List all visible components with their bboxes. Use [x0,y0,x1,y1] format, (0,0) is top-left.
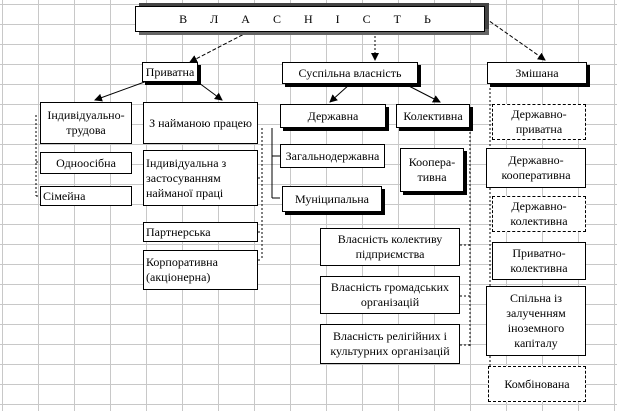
diagram-title: В Л А С Н І С Т Ь [135,6,485,32]
node-kooperatyvna: Коопера-тивна [400,148,464,192]
node-indyvidualno: Індивідуально-трудова [40,102,132,144]
node-derzhavna: Державна [280,104,386,128]
node-zmishana: Змішана [487,62,587,84]
node-simeina: Сімейна [40,186,132,206]
node-z-naimanoiu: З найманою працею [143,102,258,144]
node-pryvatna: Приватна [142,62,198,82]
node-partnerska: Партнерська [143,222,258,242]
node-suspilna: Суспільна власність [282,62,418,84]
node-korporatyvna: Корпоративна (акціонерна) [143,250,258,290]
node-odnoosibna: Одноосібна [40,152,132,174]
node-indyv-naim: Індивідуальна з застосуванням найманої п… [143,150,258,206]
node-derzh-pryvatna: Державно-приватна [492,104,586,140]
node-zahalnoderzhavna: Загальнодержавна [280,144,385,168]
node-vl-kolektyvu: Власність колективу підприємства [320,228,460,266]
node-munitsypalna: Муніципальна [282,186,382,212]
node-kombinovana: Комбінована [488,366,586,402]
node-spilna-inozemnoho: Спільна із залученням іноземного капітал… [486,286,586,356]
node-vl-hromadskykh: Власність громадських організацій [320,276,460,314]
node-vl-relihiinykh: Власність релігійних і культурних органі… [320,324,460,364]
node-pryvatno-kolektyvna: Приватно-колективна [492,242,586,280]
node-derzh-kooperatyvna: Державно-кооперативна [486,148,586,188]
node-derzh-kolektyvna: Державно-колективна [492,196,586,232]
node-kolektyvna: Колективна [396,104,470,128]
